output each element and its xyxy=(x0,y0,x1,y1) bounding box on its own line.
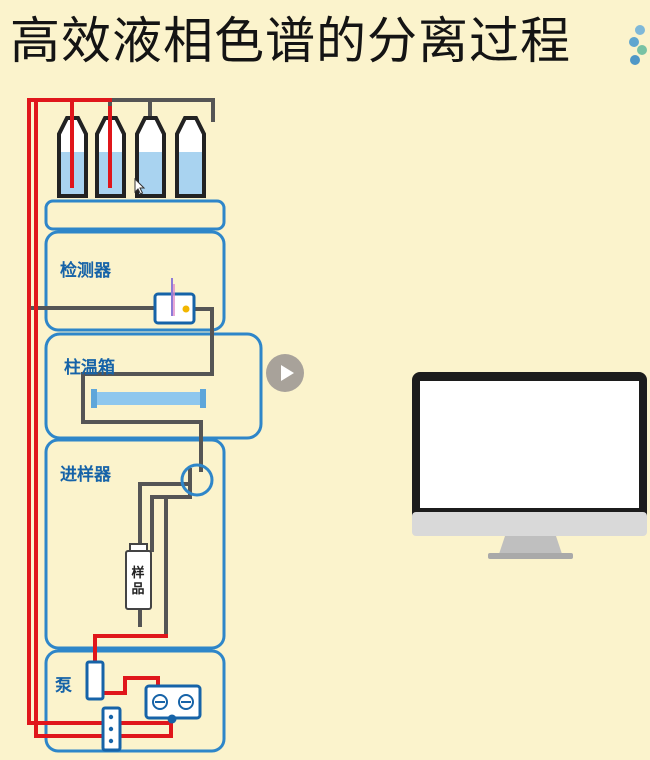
column-oven-module xyxy=(44,332,263,440)
injection-valve xyxy=(180,463,214,497)
solvent-bottles xyxy=(57,116,206,198)
sample-label: 样品 xyxy=(131,566,145,597)
sample-vial xyxy=(125,543,152,610)
detector-flow-cell xyxy=(153,278,196,325)
logo-icon xyxy=(629,25,647,65)
solvent-bottle-icon xyxy=(135,116,166,198)
solvent-bottle-icon xyxy=(175,116,206,198)
monitor-icon xyxy=(412,372,647,559)
column xyxy=(91,389,206,408)
injector-module xyxy=(44,438,226,650)
detector-label: 检测器 xyxy=(60,261,111,281)
detector-module xyxy=(44,230,226,332)
column-oven-label: 柱温箱 xyxy=(64,358,115,378)
page-title: 高效液相色谱的分离过程 xyxy=(10,12,571,70)
pump-label: 泵 xyxy=(55,676,72,696)
bottle-tray xyxy=(44,199,226,231)
pump-parts xyxy=(85,660,202,752)
pump-module xyxy=(44,649,226,753)
cursor-icon xyxy=(134,178,146,195)
injector-label: 进样器 xyxy=(60,465,111,485)
play-button[interactable] xyxy=(266,354,304,392)
